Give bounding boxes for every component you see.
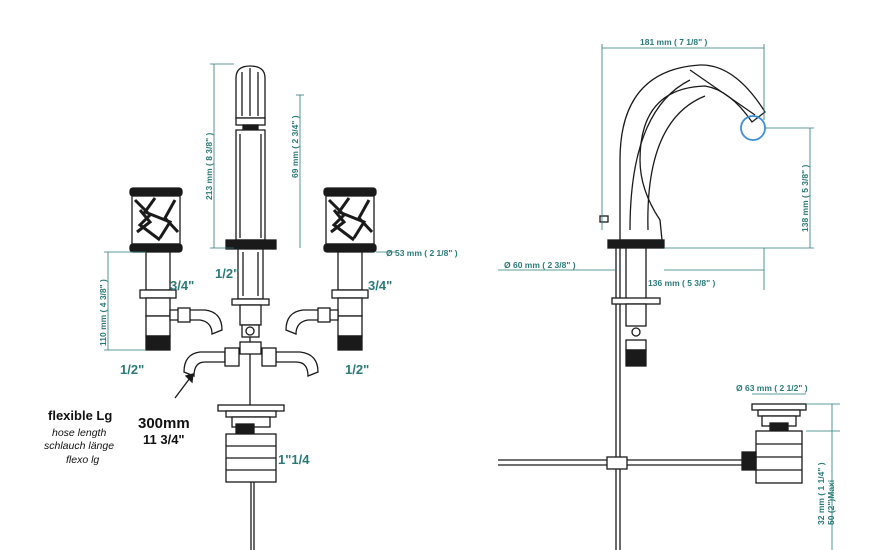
drain-thread: 1"1/4	[278, 452, 310, 467]
thread-spout-12: 1/2"	[215, 266, 239, 281]
side-spout-height-label: 138 mm ( 5 3/8" )	[800, 164, 810, 232]
front-drain	[217, 404, 285, 550]
front-dimension-texts: 213 mm ( 8 3/8" ) 69 mm ( 2 3/4" ) 110 m…	[98, 115, 458, 346]
hose-en: hose length	[52, 427, 106, 439]
thread-right-12: 1/2"	[345, 362, 369, 377]
right-handle-valve	[323, 187, 377, 351]
front-height-label: 213 mm ( 8 3/8" )	[204, 132, 214, 200]
hose-arrow	[174, 377, 191, 399]
gooseneck-spout	[619, 64, 766, 241]
hose-length-mm: 300mm	[138, 415, 190, 432]
offset-label: 136 mm ( 5 3/8" )	[648, 278, 716, 288]
reach-label: 181 mm ( 7 1/8" )	[640, 37, 708, 47]
thread-left-12: 1/2"	[120, 362, 144, 377]
spout-contour	[629, 79, 706, 231]
drain-height-label-1: 32 mm ( 1 1/4" )	[816, 462, 826, 525]
side-dimension-texts: 181 mm ( 7 1/8" ) 138 mm ( 5 3/8" ) Ø 60…	[504, 37, 836, 525]
central-spout	[225, 65, 277, 355]
handle-diameter-label: Ø 53 mm ( 2 1/8" )	[386, 248, 458, 258]
drain-diameter-label: Ø 63 mm ( 2 1/2" )	[736, 383, 808, 393]
front-spout-height-label: 69 mm ( 2 3/4" )	[290, 115, 300, 178]
front-view-faucet	[129, 65, 377, 550]
hose-length-in: 11 3/4"	[143, 432, 185, 447]
front-dimension-lines	[104, 63, 396, 351]
left-handle-valve	[129, 187, 183, 351]
side-dimension-lines	[498, 44, 840, 550]
thread-right-34: 3/4"	[368, 278, 392, 293]
base-diameter-label: Ø 60 mm ( 2 3/8" )	[504, 260, 576, 270]
front-thread-labels: 3/4" 3/4" 1/2" 1/2" 1/2" 1"1/4	[120, 266, 392, 467]
hose-title: flexible Lg	[48, 408, 112, 423]
hose-es: flexo lg	[66, 454, 99, 466]
side-view-faucet	[498, 64, 807, 550]
hose-de: schlauch länge	[44, 440, 114, 452]
front-handle-height-label: 110 mm ( 4 3/8" )	[98, 279, 108, 346]
hose-note: flexible Lg hose length schlauch länge f…	[44, 408, 190, 466]
drain-height-label-2: 50 (2")Maxi	[826, 480, 836, 525]
hose-elbows	[169, 307, 339, 405]
thread-left-34: 3/4"	[170, 278, 194, 293]
